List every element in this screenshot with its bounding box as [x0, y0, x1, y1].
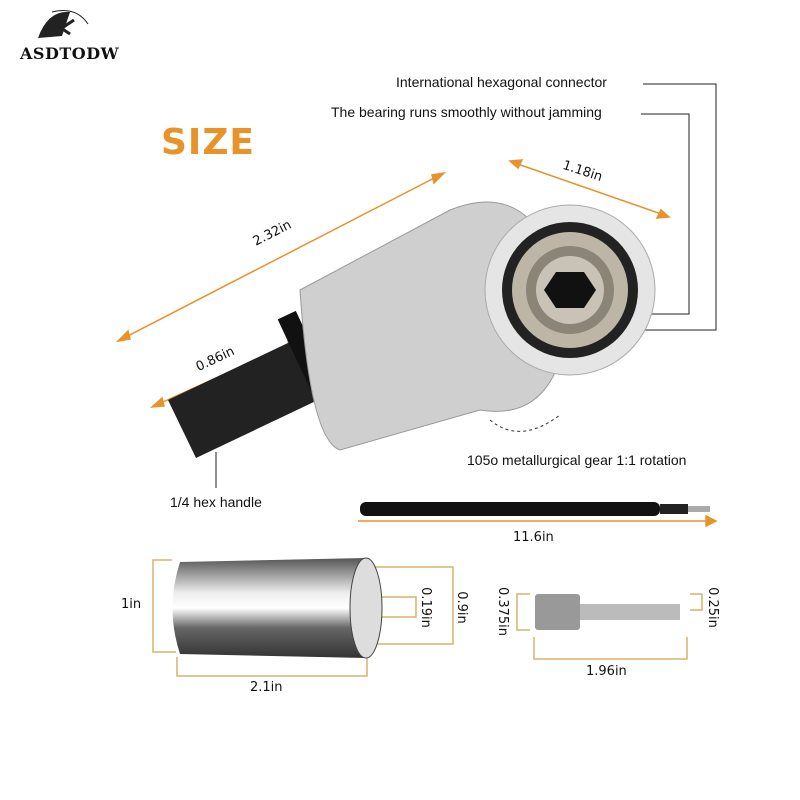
- universal-socket: [172, 557, 383, 659]
- dim-socket-inner-min: 0.19in: [417, 587, 433, 628]
- dim-socket-diameter: 1in: [121, 597, 142, 612]
- dim-adapter-square: 0.375in: [495, 586, 511, 637]
- logo-icon: [38, 10, 89, 38]
- socket-adapter: [535, 594, 680, 630]
- callout-hex-connector: International hexagonal connector: [396, 74, 607, 90]
- dim-socket-inner-max: 0.9in: [453, 591, 469, 624]
- callout-hex-handle: 1/4 hex handle: [170, 494, 262, 510]
- right-angle-adapter: [168, 201, 656, 458]
- callout-bearing: The bearing runs smoothly without jammin…: [331, 104, 602, 120]
- brand-name: ASDTODW: [20, 44, 120, 63]
- flexible-shaft: [360, 502, 710, 516]
- callout-gear: 105o metallurgical gear 1:1 rotation: [467, 452, 687, 468]
- dim-flex-shaft: 11.6in: [513, 530, 554, 545]
- dim-adapter-hex: 0.25in: [704, 587, 720, 628]
- dim-adapter-length: 1.96in: [586, 664, 627, 679]
- page-title: SIZE: [161, 122, 256, 163]
- dim-socket-length: 2.1in: [250, 680, 283, 695]
